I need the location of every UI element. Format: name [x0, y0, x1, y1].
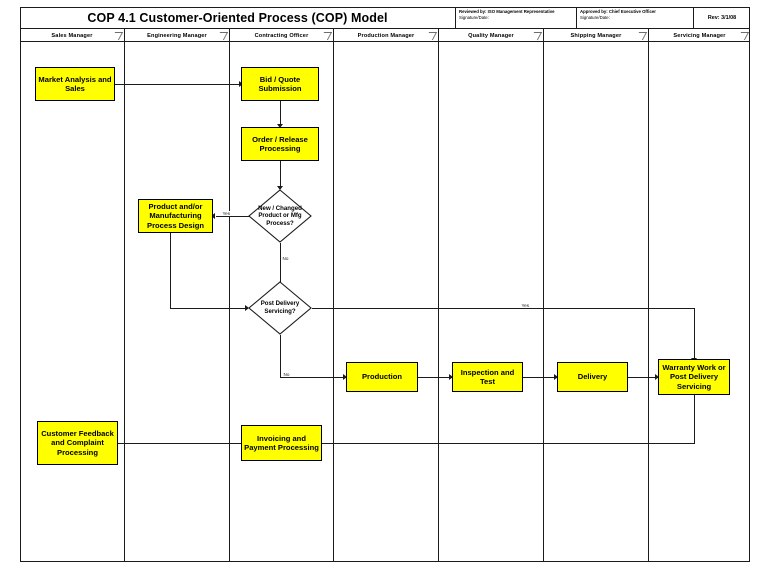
- node-production[interactable]: Production: [346, 362, 418, 392]
- lane-header-contracting-officer: Contracting Officer: [229, 29, 333, 42]
- lane-divider: [648, 42, 649, 562]
- node-bid-quote-submission[interactable]: Bid / Quote Submission: [241, 67, 319, 101]
- edge-newchanged-yes-to-design: [216, 216, 250, 217]
- node-invoicing-and-payment-processing[interactable]: Invoicing and Payment Processing: [241, 425, 322, 461]
- lane-divider: [438, 42, 439, 562]
- node-market-analysis-and-sales[interactable]: Market Analysis and Sales: [35, 67, 115, 101]
- reviewed-by-line2: Signature/Date:: [459, 15, 489, 21]
- lane-header-band: Sales Manager Engineering Manager Contra…: [20, 29, 750, 42]
- edge-arrow-design-to-postdelivery: [245, 305, 249, 311]
- node-inspection-and-test[interactable]: Inspection and Test: [452, 362, 523, 392]
- approved-by-line1: Approved by: Chief Executive Officer: [580, 9, 656, 14]
- diamond-shape-icon: [248, 189, 312, 243]
- node-customer-feedback-and-complaint-processing[interactable]: Customer Feedback and Complaint Processi…: [37, 421, 118, 465]
- edge-label-yes-postdelivery: Yes: [521, 303, 530, 308]
- edge-arrow-bid-to-order: [277, 124, 283, 128]
- edge-arrow-newchanged-yes: [211, 213, 215, 219]
- node-delivery[interactable]: Delivery: [557, 362, 628, 392]
- lane-header-production-manager: Production Manager: [333, 29, 438, 42]
- edge-arrow-postdelivery-no: [343, 374, 347, 380]
- lane-divider: [543, 42, 544, 562]
- edge-design-down: [170, 233, 171, 308]
- edge-inspection-to-delivery: [523, 377, 557, 378]
- lane-divider: [229, 42, 230, 562]
- edge-label-yes-design: Yes: [222, 211, 231, 216]
- decision-new-changed-product-or-mfg-process[interactable]: New / Changed Product or Mfg Process?: [248, 189, 312, 243]
- edge-warranty-down: [694, 394, 695, 443]
- approved-by-block: Approved by: Chief Executive Officer Sig…: [576, 7, 693, 29]
- diamond-shape-icon: [248, 281, 312, 335]
- edge-delivery-to-warranty: [628, 377, 658, 378]
- lane-divider: [124, 42, 125, 562]
- lane-header-servicing-manager: Servicing Manager: [648, 29, 750, 42]
- node-warranty-work-or-post-delivery-servicing[interactable]: Warranty Work or Post Delivery Servicing: [658, 359, 730, 395]
- decision-label-post-delivery: Post Delivery Servicing?: [260, 300, 300, 315]
- page-title: COP 4.1 Customer-Oriented Process (COP) …: [87, 11, 388, 25]
- edge-postdelivery-yes: [312, 308, 694, 309]
- edge-arrow-inspection-to-delivery: [554, 374, 558, 380]
- lane-header-quality-manager: Quality Manager: [438, 29, 543, 42]
- edge-label-no-newchanged: No: [282, 256, 289, 261]
- sheet-border: [20, 7, 750, 562]
- edge-postdelivery-yes-down: [694, 308, 695, 361]
- edge-market-to-bid: [115, 84, 241, 85]
- edge-order-to-newchanged: [280, 161, 281, 189]
- edge-invoicing-to-feedback: [118, 443, 241, 444]
- edge-label-no-postdelivery: No: [283, 372, 290, 377]
- approved-by-line2: Signature/Date:: [580, 15, 610, 21]
- node-order-release-processing[interactable]: Order / Release Processing: [241, 127, 319, 161]
- node-product-manufacturing-process-design[interactable]: Product and/or Manufacturing Process Des…: [138, 199, 213, 233]
- reviewed-by-block: Reviewed by: ISO Management Representati…: [455, 7, 576, 29]
- decision-post-delivery-servicing[interactable]: Post Delivery Servicing?: [248, 281, 312, 335]
- edge-arrow-production-to-inspection: [449, 374, 453, 380]
- reviewed-by-line1: Reviewed by: ISO Management Representati…: [459, 9, 555, 14]
- lane-header-sales-manager: Sales Manager: [51, 32, 93, 39]
- edge-production-to-inspection: [418, 377, 452, 378]
- lane-header-engineering-manager: Engineering Manager: [124, 29, 229, 42]
- edge-arrow-delivery-to-warranty: [655, 374, 659, 380]
- edge-arrow-order-to-newchanged: [277, 186, 283, 190]
- revision-block: Rev: 3/1/08: [693, 7, 750, 29]
- decision-label-new-changed: New / Changed Product or Mfg Process?: [258, 204, 302, 227]
- lane-header-shipping-manager: Shipping Manager: [543, 29, 648, 42]
- edge-warranty-to-invoicing: [322, 443, 695, 444]
- edge-postdelivery-no-to-production: [280, 377, 346, 378]
- edge-newchanged-no-to-postdelivery: [280, 243, 281, 298]
- edge-postdelivery-no-down: [280, 335, 281, 377]
- edge-design-to-postdelivery: [170, 308, 248, 309]
- edge-bid-to-order: [280, 101, 281, 126]
- title-bar: COP 4.1 Customer-Oriented Process (COP) …: [20, 7, 750, 29]
- lane-divider: [333, 42, 334, 562]
